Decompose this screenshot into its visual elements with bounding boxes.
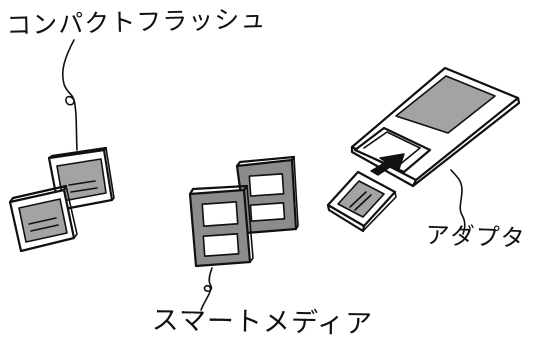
adapter-label: アダプタ xyxy=(425,221,527,253)
pc-card-adapter xyxy=(350,66,521,188)
smart-media-label: スマートメディア xyxy=(151,305,374,340)
insert-arrow-icon xyxy=(370,153,405,176)
smart-media-leader-line xyxy=(200,267,213,311)
compact-flash-card-front xyxy=(8,184,78,253)
smart-media-card-back xyxy=(235,155,299,235)
compact-flash-card-inserting xyxy=(326,170,397,233)
compact-flash-leader-line xyxy=(61,39,78,151)
compact-flash-label: コンパクトフラッシュ xyxy=(5,4,267,40)
adapter-leader-line xyxy=(450,169,466,235)
smart-media-card-front xyxy=(188,184,254,268)
